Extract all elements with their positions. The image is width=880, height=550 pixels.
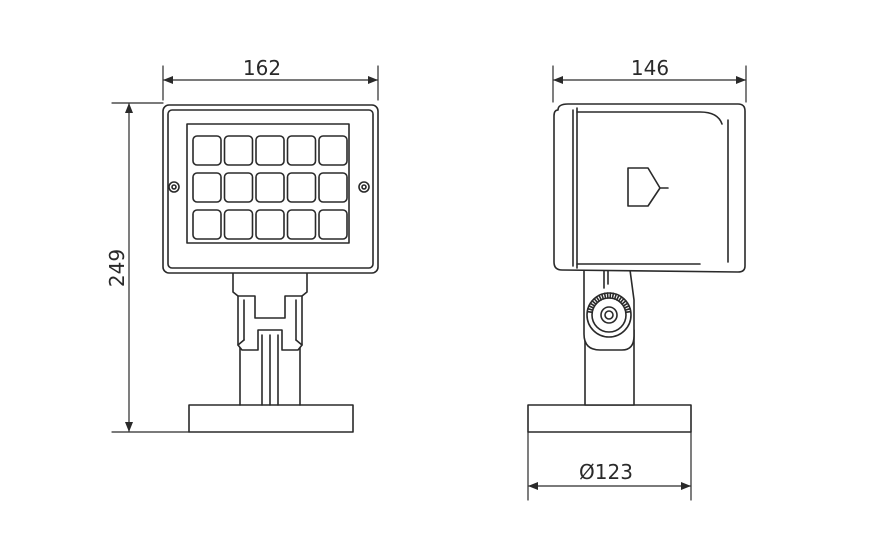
dim-base-diameter: Ø123 xyxy=(579,460,633,484)
side-knuckle xyxy=(583,269,635,351)
knuckle-tooth xyxy=(598,294,603,301)
led-cell xyxy=(318,209,348,240)
front-base-plate xyxy=(188,404,354,433)
side-d-label xyxy=(627,167,669,207)
led-cell xyxy=(255,209,285,240)
led-cell xyxy=(192,172,222,203)
knuckle-tooth xyxy=(589,302,596,307)
knuckle-tooth xyxy=(613,293,618,300)
knuckle-tooth xyxy=(615,294,620,301)
knuckle-tooth xyxy=(623,305,630,309)
side-view xyxy=(527,103,746,433)
knuckle-tooth xyxy=(624,307,631,311)
knuckle-tooth xyxy=(593,297,599,304)
front-screws xyxy=(168,181,370,193)
knuckle-tooth xyxy=(587,307,594,311)
knuckle-tooth xyxy=(586,310,594,314)
dim-side-depth: 146 xyxy=(631,56,669,80)
led-cell xyxy=(223,172,254,203)
front-housing-outer xyxy=(162,104,379,274)
led-cell xyxy=(318,135,348,166)
dimension-lines xyxy=(111,65,747,501)
knuckle-teeth xyxy=(586,292,632,314)
led-cell xyxy=(318,172,348,203)
led-cell xyxy=(286,209,317,240)
led-cell xyxy=(223,209,254,240)
knuckle-tooth xyxy=(588,305,595,309)
dim-front-width: 162 xyxy=(243,56,281,80)
led-cell xyxy=(223,135,254,166)
led-grid xyxy=(192,135,348,240)
led-cell xyxy=(255,172,285,203)
side-base-plate xyxy=(527,404,692,433)
front-housing-inner xyxy=(167,109,374,269)
knuckle-tooth xyxy=(621,300,627,305)
side-housing xyxy=(553,103,746,273)
knuckle-tooth xyxy=(595,296,601,302)
led-cell xyxy=(192,135,222,166)
knuckle-tooth xyxy=(617,296,623,302)
knuckle-tooth xyxy=(591,300,597,305)
front-bracket xyxy=(232,269,308,351)
knuckle-tooth xyxy=(619,297,625,304)
knuckle-tooth xyxy=(622,302,629,307)
knuckle-tooth xyxy=(611,292,615,300)
knuckle-tooth xyxy=(603,292,607,300)
led-cell xyxy=(255,135,285,166)
led-cell xyxy=(192,209,222,240)
led-cell xyxy=(286,172,317,203)
dim-height: 249 xyxy=(105,249,129,287)
front-lens-frame xyxy=(186,123,350,244)
led-cell xyxy=(286,135,317,166)
knuckle-tooth xyxy=(624,310,632,314)
knuckle-tooth xyxy=(600,293,605,300)
front-view xyxy=(162,104,379,433)
